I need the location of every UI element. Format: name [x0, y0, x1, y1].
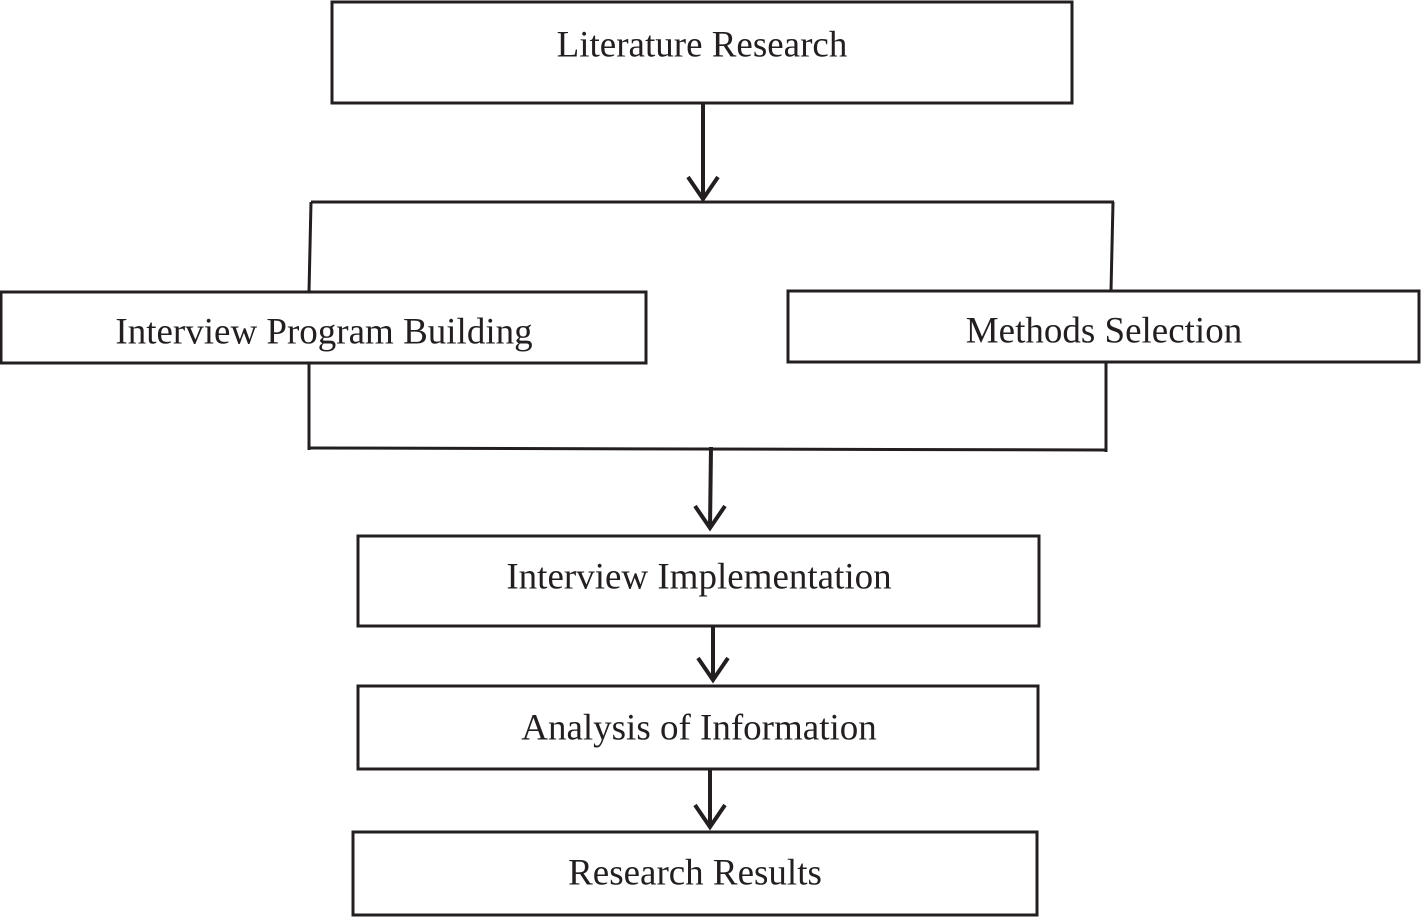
arrow-implementation-to-analysis	[696, 626, 730, 684]
split-connector	[307, 200, 1115, 293]
node-research-results: Research Results	[351, 830, 1039, 917]
arrow-analysis-to-results	[693, 769, 727, 831]
node-research-results-label: Research Results	[568, 852, 822, 893]
node-interview-program-building: Interview Program Building	[0, 290, 648, 365]
node-analysis-of-information-label: Analysis of Information	[521, 707, 877, 748]
merge-connector	[307, 362, 1108, 452]
node-interview-program-building-label: Interview Program Building	[115, 311, 532, 352]
arrow-literature-to-split	[686, 103, 720, 203]
arrow-merge-to-implementation	[693, 446, 727, 532]
node-methods-selection-label: Methods Selection	[966, 310, 1242, 351]
node-interview-implementation-label: Interview Implementation	[506, 556, 891, 597]
node-literature-research: Literature Research	[330, 0, 1074, 105]
node-methods-selection: Methods Selection	[786, 289, 1421, 364]
node-interview-implementation: Interview Implementation	[356, 534, 1041, 628]
node-literature-research-label: Literature Research	[557, 24, 848, 65]
node-analysis-of-information: Analysis of Information	[356, 684, 1040, 771]
